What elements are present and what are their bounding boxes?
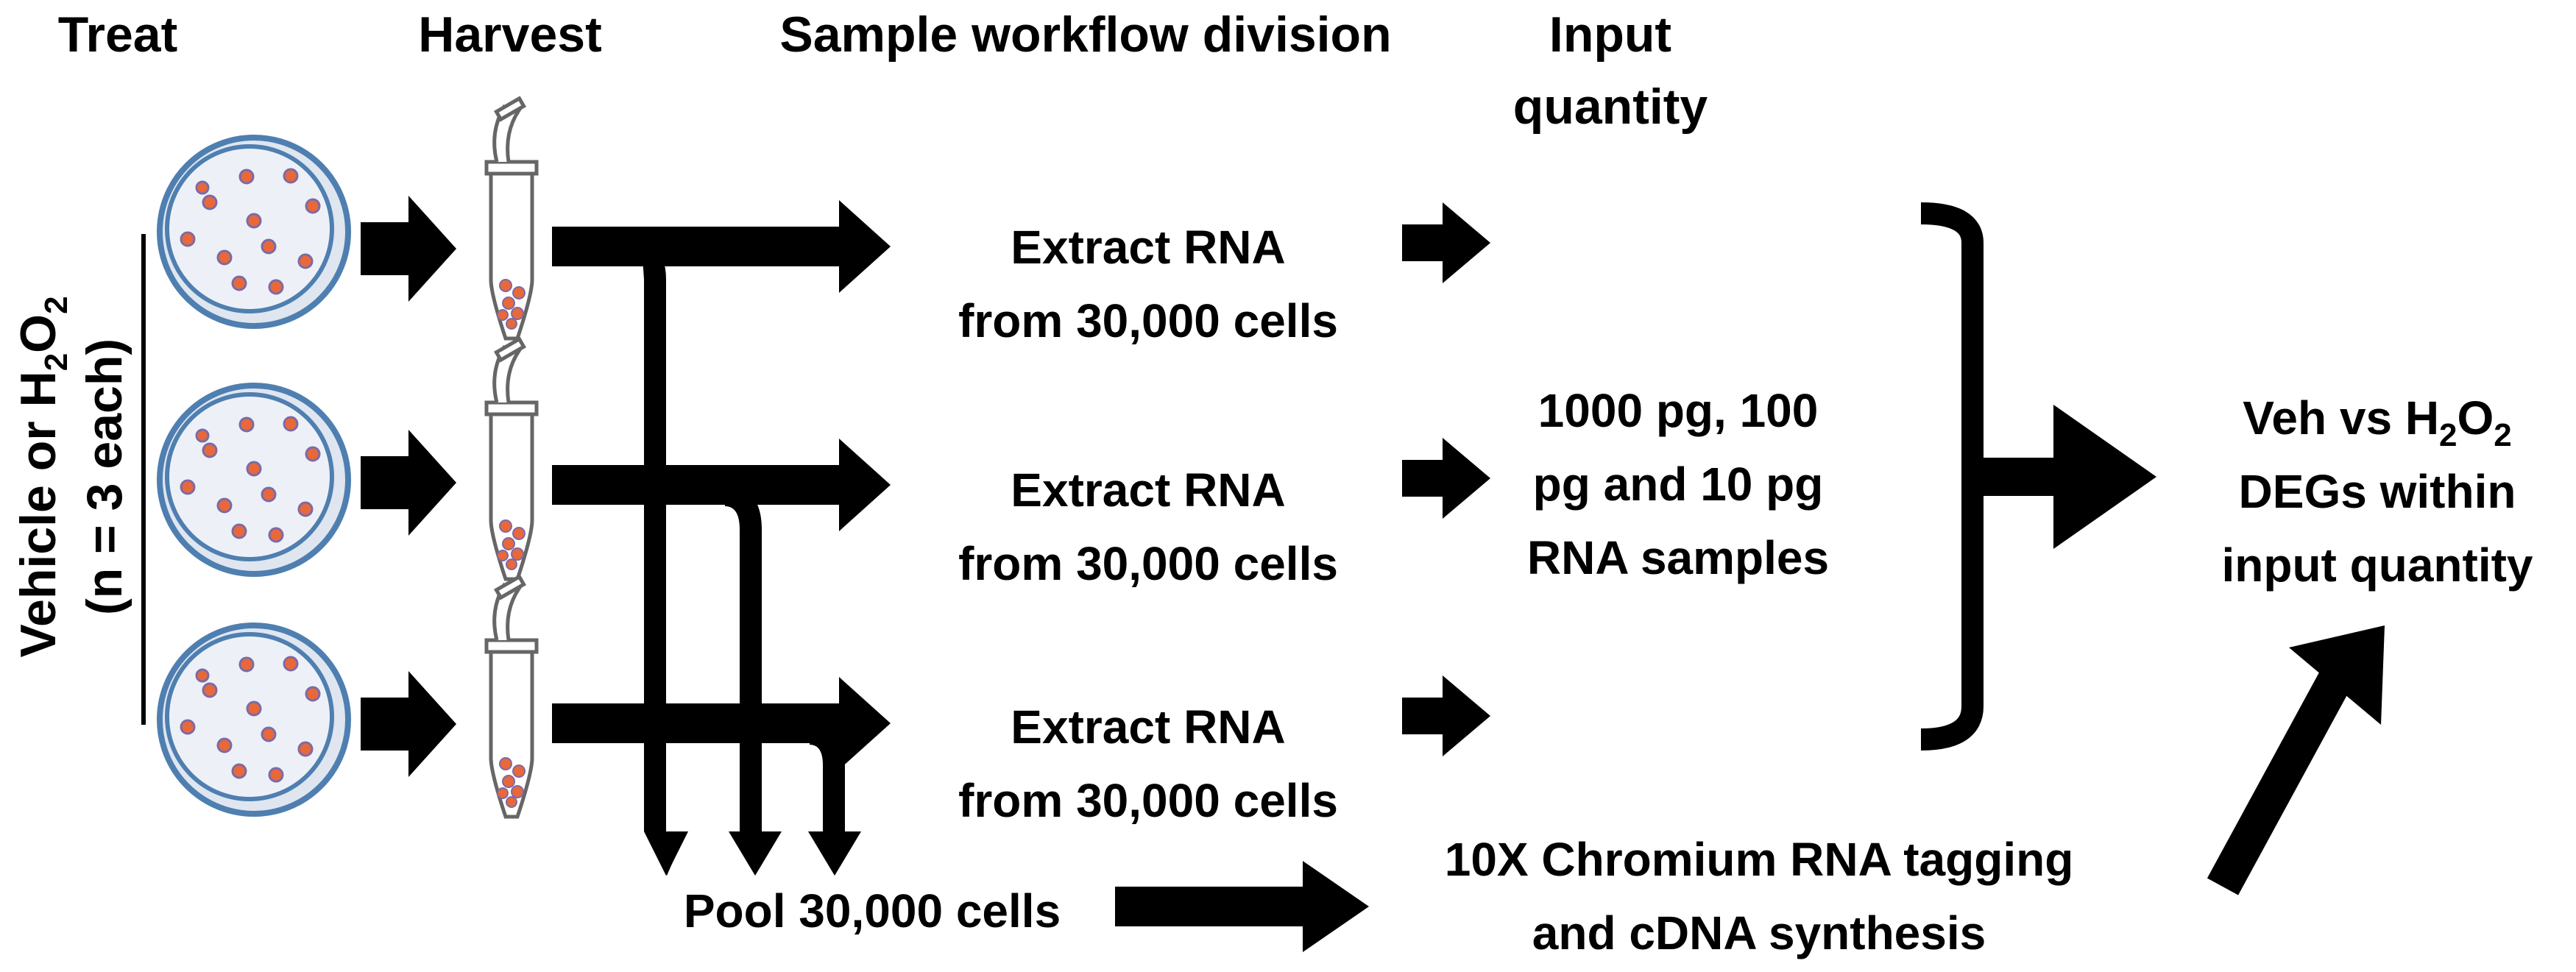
microcentrifuge-tube-icon <box>486 99 537 338</box>
extract-row-2-line1: Extract RNA <box>1011 464 1285 517</box>
side-label-sub2: 2 <box>38 296 74 313</box>
side-label-o: O <box>10 314 66 353</box>
arrow-icon <box>1402 438 1490 519</box>
arrow-icon <box>361 430 456 536</box>
side-label-line2: (n = 3 each) <box>77 338 132 615</box>
arrow-icon <box>361 196 456 302</box>
pool-to-chromium-arrow <box>1115 861 1369 952</box>
side-label-line1-prefix: Vehicle or H <box>10 371 66 657</box>
arrow-icon <box>552 677 891 770</box>
extract-to-input-arrows <box>1402 202 1490 756</box>
arrow-icon <box>552 200 891 293</box>
result-sub: 2 <box>2439 417 2457 453</box>
header-treat: Treat <box>58 7 178 63</box>
extract-row-1-line1: Extract RNA <box>1011 221 1285 274</box>
extract-row-2-line2: from 30,000 cells <box>958 537 1338 590</box>
result-o: O <box>2458 391 2494 444</box>
svg-text:Vehicle or H2O2: Vehicle or H2O2 <box>10 296 74 657</box>
bracket-to-result-arrow <box>1980 405 2156 549</box>
tube-to-extract-arrows <box>552 200 891 770</box>
chromium-to-result-arrow <box>2207 625 2385 895</box>
microcentrifuge-tube-icon <box>486 339 537 579</box>
microcentrifuge-tube-icon <box>486 577 537 817</box>
extract-row-3-line1: Extract RNA <box>1011 700 1285 753</box>
extract-row-3-line2: from 30,000 cells <box>958 774 1338 827</box>
input-samples-line1: 1000 pg, 100 <box>1538 384 1819 437</box>
arrow-icon <box>1402 202 1490 283</box>
header-harvest: Harvest <box>418 7 602 63</box>
result-sub2: 2 <box>2494 417 2511 453</box>
result-line3: input quantity <box>2221 539 2533 592</box>
header-input-line2: quantity <box>1513 79 1708 135</box>
side-label: Vehicle or H2O2 (n = 3 each) <box>10 296 132 657</box>
petri-dish-icon <box>160 625 348 814</box>
right-bracket <box>1920 202 1984 751</box>
pool-label: Pool 30,000 cells <box>684 884 1061 937</box>
dish-to-tube-arrows <box>361 196 456 777</box>
header-input-line1: Input <box>1549 7 1671 63</box>
input-samples-line3: RNA samples <box>1527 531 1829 584</box>
arrow-icon <box>361 671 456 777</box>
input-samples-line2: pg and 10 pg <box>1533 458 1824 511</box>
petri-dish-icon <box>160 386 348 574</box>
header-division: Sample workflow division <box>779 7 1391 63</box>
side-label-sub: 2 <box>38 353 74 371</box>
result-line1: Veh vs H2O2 <box>2243 391 2512 453</box>
result-prefix: Veh vs H <box>2243 391 2439 444</box>
pool-branches <box>642 246 861 876</box>
arrow-icon <box>552 439 891 531</box>
petri-dish-icon <box>160 138 348 326</box>
extract-row-1-line2: from 30,000 cells <box>958 294 1338 347</box>
chromium-line2: and cDNA synthesis <box>1532 907 1986 959</box>
chromium-line1: 10X Chromium RNA tagging <box>1445 833 2074 886</box>
result-line2: DEGs within <box>2239 465 2516 518</box>
arrow-icon <box>1402 675 1490 756</box>
